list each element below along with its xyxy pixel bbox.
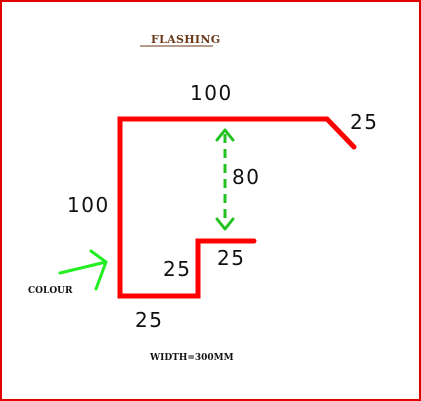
dim-bottom-length: 25 (135, 308, 163, 332)
dim-left-height: 100 (67, 193, 110, 217)
dim-step-side: 25 (163, 257, 191, 281)
colour-pointer-arrow (58, 249, 108, 291)
dim-lip-length: 25 (350, 110, 378, 134)
diagram-title: FLASHING (151, 33, 220, 46)
arrow-down-icon (215, 217, 235, 231)
dim-gap-height: 80 (232, 165, 260, 189)
dim-step-top: 25 (217, 246, 245, 270)
width-label: WIDTH=300MM (149, 353, 234, 363)
colour-label: COLOUR (28, 286, 73, 296)
height-dimension-arrow (215, 128, 235, 231)
flashing-profile (117, 116, 357, 299)
arrow-up-icon (215, 128, 235, 142)
colour-pointer-shaft (58, 260, 108, 275)
dim-top-length: 100 (190, 81, 233, 105)
arrow-right-icon (89, 249, 108, 291)
